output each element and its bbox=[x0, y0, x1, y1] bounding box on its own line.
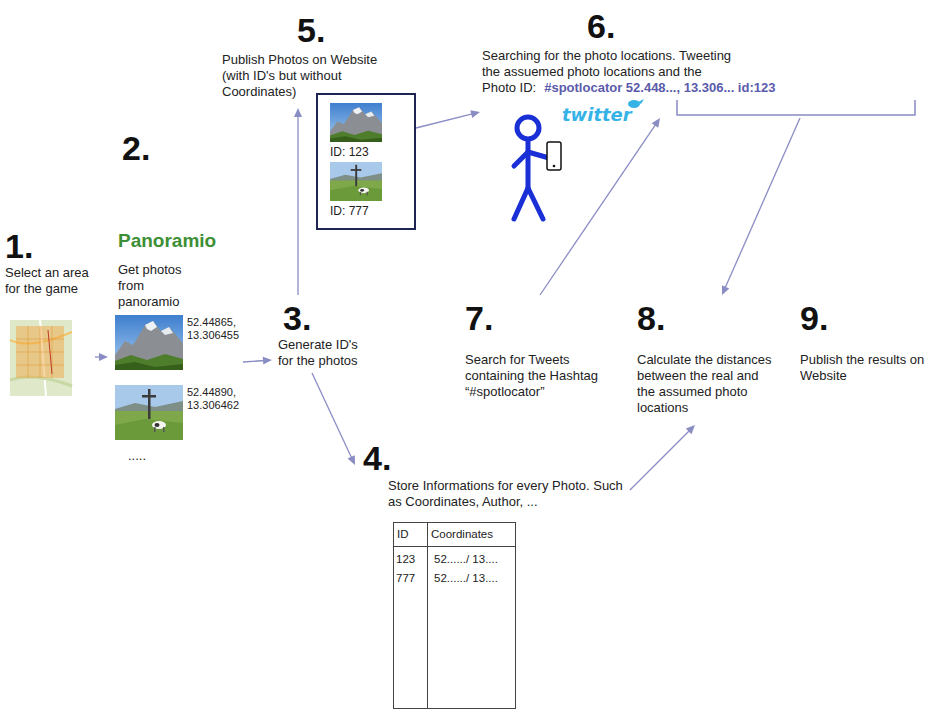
coordinate-label: 52.44865, 13.306455 bbox=[187, 316, 247, 342]
photo-thumbnail bbox=[115, 103, 382, 440]
connector-line bbox=[725, 118, 800, 289]
step-number: 2. bbox=[122, 130, 150, 166]
step-text: Publish the results on Website bbox=[800, 352, 925, 384]
ellipsis: ..... bbox=[128, 448, 146, 464]
step-group: 3.Generate ID's for the photos bbox=[272, 295, 372, 373]
step-group: 5. Publish Photos on Website (with ID's b… bbox=[220, 8, 425, 108]
step-number: 5. bbox=[297, 12, 325, 48]
step-text: Select an area for the game bbox=[5, 265, 93, 297]
arrow-head bbox=[99, 353, 108, 361]
photo-id: ID: 123 bbox=[330, 145, 369, 159]
connector-line bbox=[540, 124, 656, 295]
arrow-head bbox=[263, 357, 272, 365]
step-number: 4. bbox=[363, 440, 391, 476]
person-figure bbox=[514, 117, 549, 219]
step-group: 4.Store Informations for every Photo. Su… bbox=[355, 435, 630, 514]
table-cell: ID bbox=[397, 527, 409, 541]
connector-line bbox=[630, 430, 690, 490]
brand-logo: Panoramio bbox=[118, 230, 216, 252]
phone-icon bbox=[547, 142, 561, 170]
step-number: 9. bbox=[800, 300, 828, 336]
connector-line bbox=[243, 360, 265, 362]
step-number: 3. bbox=[283, 300, 311, 336]
arrow-head bbox=[470, 110, 480, 118]
arrow-head bbox=[686, 425, 695, 434]
data-table bbox=[394, 523, 516, 709]
step-text: Generate ID's for the photos bbox=[278, 337, 370, 369]
step-group: 7. Search for Tweets containing the Hasht… bbox=[462, 295, 622, 405]
step-text: Publish Photos on Website (with ID's but… bbox=[222, 52, 402, 100]
connector-line bbox=[312, 373, 352, 459]
step-number: 6. bbox=[587, 8, 615, 44]
connector-line bbox=[416, 114, 473, 128]
photo-id: ID: 777 bbox=[330, 204, 369, 218]
step-text: Search for Tweets containing the Hashtag… bbox=[465, 352, 615, 400]
flow-arrow bbox=[722, 118, 800, 295]
table-cell: 52....../ 13.... bbox=[434, 552, 498, 566]
arrow-head bbox=[722, 285, 729, 295]
step-group: 9. Publish the results on Website bbox=[797, 295, 927, 388]
table-cell: 777 bbox=[396, 571, 415, 585]
step-text: Get photos from panoramio bbox=[118, 262, 193, 310]
arrow-head bbox=[348, 455, 355, 465]
flow-arrow bbox=[312, 373, 355, 465]
bracket bbox=[677, 100, 915, 115]
step-group: 8. Calculate the distances between the re… bbox=[634, 295, 784, 425]
flow-arrow bbox=[294, 108, 302, 295]
flow-arrow bbox=[95, 353, 108, 361]
step-group: 6.Searching for the photo locations. Twe… bbox=[480, 3, 915, 118]
brand-logo: twitter bbox=[562, 104, 632, 126]
flow-arrow bbox=[416, 110, 480, 128]
step-group: 1.Select an area for the game bbox=[3, 222, 95, 400]
connector-line bbox=[297, 115, 298, 295]
step-number: 1. bbox=[5, 228, 33, 264]
flow-arrow bbox=[630, 425, 695, 490]
flow-arrow bbox=[540, 118, 660, 295]
step-text: Calculate the distances between the real… bbox=[637, 352, 779, 416]
step-text: Store Informations for every Photo. Such… bbox=[388, 478, 628, 510]
coordinate-label: 52.44890, 13.306462 bbox=[187, 386, 247, 412]
arrow-head bbox=[294, 108, 302, 117]
map-thumbnail bbox=[10, 320, 72, 396]
table-cell: 123 bbox=[396, 552, 415, 566]
tweet-text: #spotlocator 52.448..., 13.306... id:123 bbox=[544, 80, 775, 96]
flow-arrow bbox=[243, 357, 272, 365]
step-group: 2. PanoramioGet photos from panoramio bbox=[108, 125, 243, 470]
table-cell: Coordinates bbox=[431, 527, 493, 541]
arrow-head bbox=[652, 118, 660, 128]
step-number: 8. bbox=[637, 300, 665, 336]
step-number: 7. bbox=[465, 300, 493, 336]
table-cell: 52....../ 13.... bbox=[434, 571, 498, 585]
photo-panel: ID: 123ID: 777 bbox=[316, 93, 416, 230]
